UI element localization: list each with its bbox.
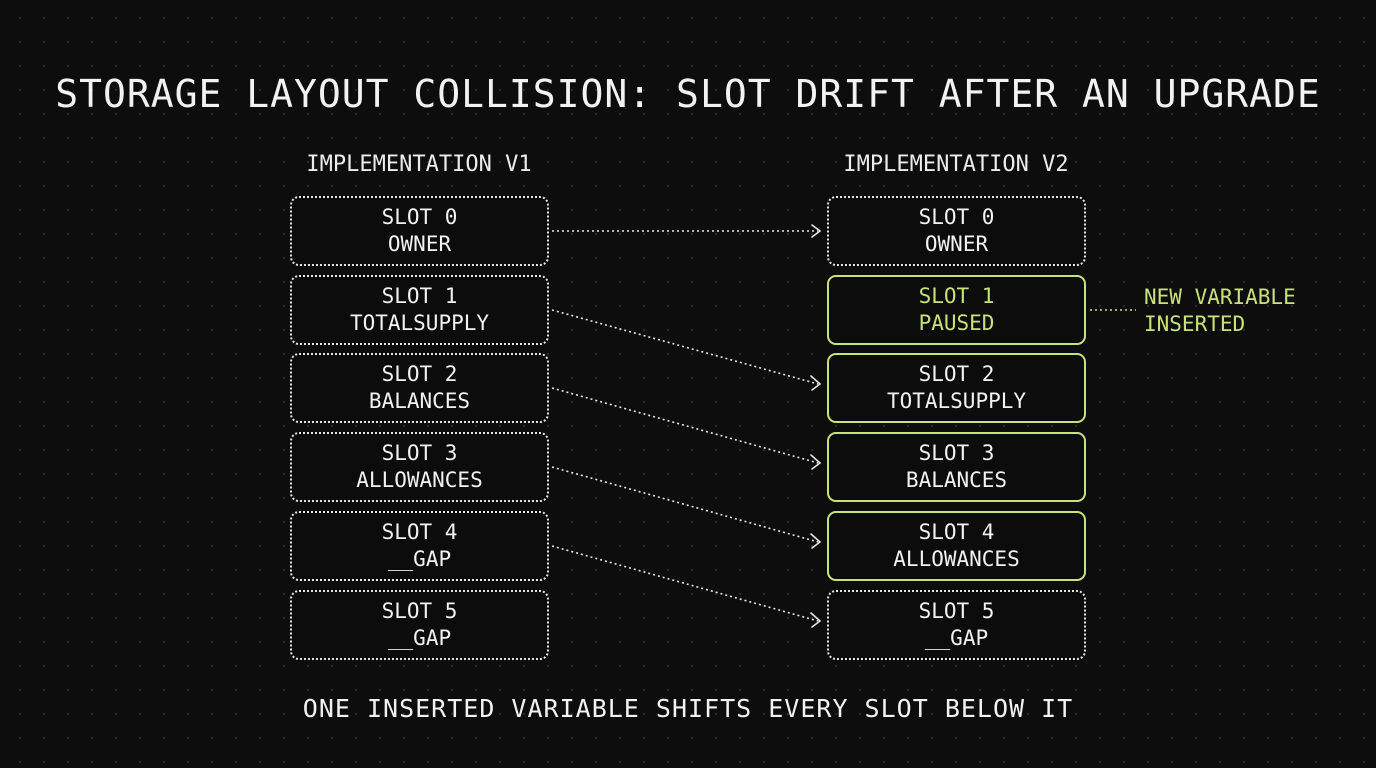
v2-slot-2-variable: TOTALSUPPLY [886, 389, 1027, 413]
v1-slot-1: SLOT 1 TOTALSUPPLY [290, 275, 549, 345]
v1-slot-5-variable: __GAP [387, 626, 452, 650]
v2-slot-1-index: SLOT 1 [918, 284, 995, 308]
v1-column-heading: IMPLEMENTATION V1 [306, 152, 532, 177]
v2-slot-5: SLOT 5 __GAP [827, 590, 1086, 660]
diagram-title: STORAGE LAYOUT COLLISION: SLOT DRIFT AFT… [55, 72, 1321, 116]
v2-slot-5-variable: __GAP [924, 626, 989, 650]
v2-slot-2-shifted: SLOT 2 TOTALSUPPLY [827, 353, 1086, 423]
arrow-slot4-to-slot5 [551, 545, 819, 622]
v1-slot-1-index: SLOT 1 [381, 284, 458, 308]
v1-slot-3-variable: ALLOWANCES [356, 468, 483, 492]
v1-slot-0: SLOT 0 OWNER [290, 196, 549, 266]
v2-slot-1-variable: PAUSED [918, 311, 995, 335]
v1-slot-1-variable: TOTALSUPPLY [349, 311, 490, 335]
v2-slot-4-index: SLOT 4 [918, 520, 995, 544]
v2-slot-3-shifted: SLOT 3 BALANCES [827, 432, 1086, 502]
v2-slot-0-variable: OWNER [924, 232, 989, 256]
arrowhead-4 [810, 612, 822, 628]
arrowhead-3 [810, 533, 822, 549]
annotation-line-1: NEW VARIABLE [1144, 285, 1296, 309]
v2-slot-0-index: SLOT 0 [918, 205, 995, 229]
v1-slot-5: SLOT 5 __GAP [290, 590, 549, 660]
v1-slot-4-index: SLOT 4 [381, 520, 458, 544]
v1-slot-4-variable: __GAP [387, 547, 452, 571]
v2-column-heading: IMPLEMENTATION V2 [843, 152, 1069, 177]
v2-slot-3-variable: BALANCES [905, 468, 1008, 492]
v1-slot-0-variable: OWNER [387, 232, 452, 256]
v2-slot-0: SLOT 0 OWNER [827, 196, 1086, 266]
v1-slot-2-index: SLOT 2 [381, 362, 458, 386]
footer-caption: ONE INSERTED VARIABLE SHIFTS EVERY SLOT … [302, 694, 1074, 723]
arrowhead-1 [810, 375, 822, 391]
v1-slot-4: SLOT 4 __GAP [290, 511, 549, 581]
annotation-line-2: INSERTED [1144, 312, 1246, 336]
v1-slot-2-variable: BALANCES [368, 389, 471, 413]
v1-slot-3: SLOT 3 ALLOWANCES [290, 432, 549, 502]
new-variable-annotation: NEW VARIABLE INSERTED [1144, 284, 1296, 338]
v2-slot-1-inserted: SLOT 1 PAUSED [827, 275, 1086, 345]
v2-slot-2-index: SLOT 2 [918, 362, 995, 386]
v2-slot-4-variable: ALLOWANCES [893, 547, 1020, 571]
v2-slot-5-index: SLOT 5 [918, 599, 995, 623]
v1-slot-3-index: SLOT 3 [381, 441, 458, 465]
arrow-slot3-to-slot4 [551, 466, 819, 543]
v1-slot-0-index: SLOT 0 [381, 205, 458, 229]
v2-slot-3-index: SLOT 3 [918, 441, 995, 465]
arrow-slot2-to-slot3 [551, 387, 819, 464]
arrow-slot1-to-slot2 [551, 309, 819, 385]
arrowhead-2 [810, 454, 822, 470]
arrowhead-0 [811, 224, 822, 238]
v1-slot-5-index: SLOT 5 [381, 599, 458, 623]
v1-slot-2: SLOT 2 BALANCES [290, 353, 549, 423]
v2-slot-4-shifted: SLOT 4 ALLOWANCES [827, 511, 1086, 581]
